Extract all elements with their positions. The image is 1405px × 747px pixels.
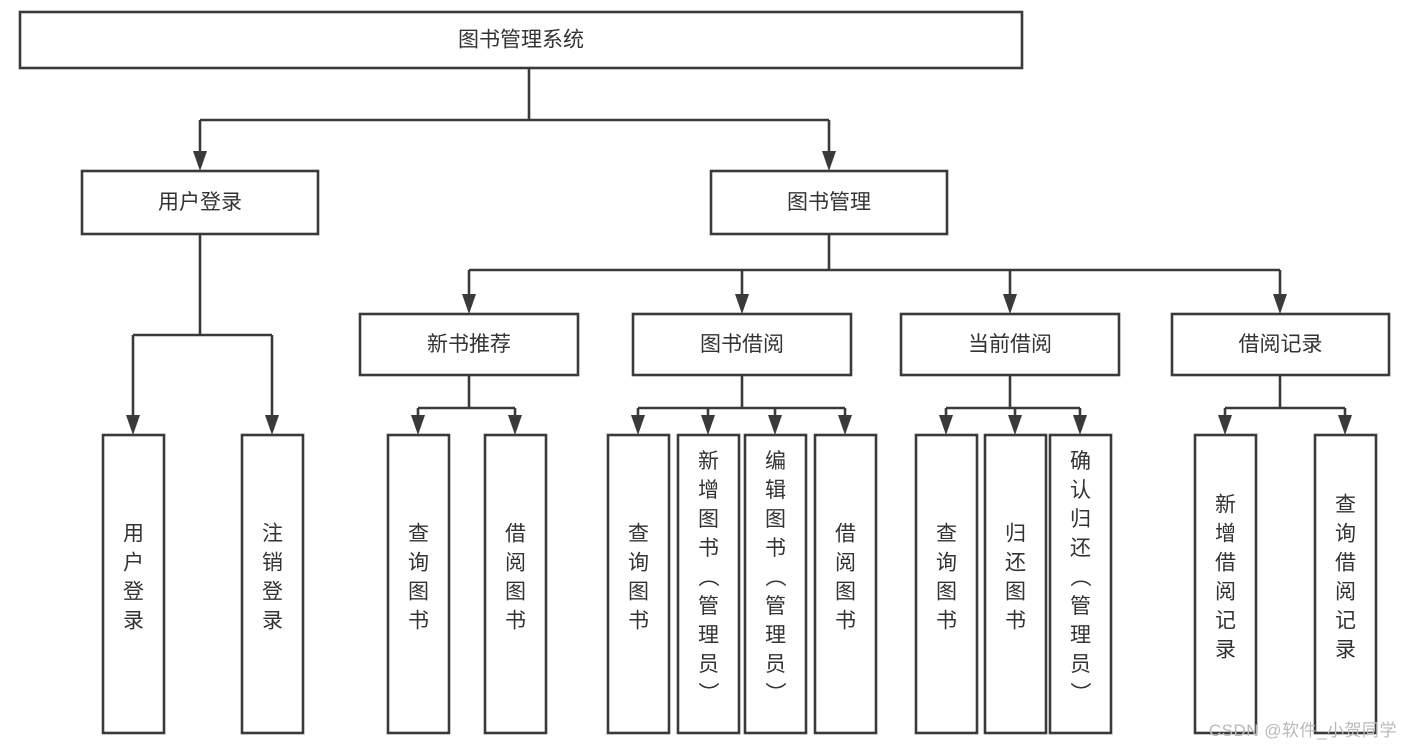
- node-box[interactable]: [709, 169, 949, 236]
- connector-line: [1223, 375, 1347, 416]
- node-bookmgmt[interactable]: 图书管理: [709, 169, 949, 236]
- node-box[interactable]: [483, 433, 548, 735]
- node-login[interactable]: 用户登录: [80, 169, 320, 236]
- arrow-head-icon: [462, 294, 476, 314]
- node-label: 查询图书: [408, 523, 429, 633]
- node-label: 图书管理: [787, 191, 871, 214]
- connector-line: [467, 234, 1282, 295]
- arrow-head-icon: [1273, 294, 1287, 314]
- connector-login: [126, 234, 279, 435]
- arrow-head-icon: [193, 151, 207, 171]
- node-label: 借阅记录: [1239, 333, 1323, 356]
- node-leaf-records-query[interactable]: 查询借阅记录: [1313, 433, 1378, 735]
- node-label: 查询图书: [628, 523, 649, 633]
- arrow-head-icon: [735, 294, 749, 314]
- node-label: 归还图书: [1005, 523, 1026, 633]
- node-box[interactable]: [358, 312, 580, 377]
- node-leaf-borrow-edit[interactable]: 编辑图书（管理员）: [743, 433, 808, 735]
- node-leaf-current-return[interactable]: 归还图书: [983, 433, 1048, 735]
- connector-line: [944, 375, 1082, 416]
- node-label: 注销登录: [262, 523, 283, 633]
- node-label: 查询借阅记录: [1335, 494, 1356, 662]
- arrow-head-icon: [1218, 415, 1232, 435]
- node-label: 新增借阅记录: [1215, 494, 1236, 662]
- connector-line: [198, 68, 831, 152]
- node-box[interactable]: [1048, 433, 1113, 735]
- node-label: 编辑图书（管理员）: [765, 450, 787, 705]
- connector-layer: [126, 68, 1352, 435]
- node-leaf-newbook-borrow[interactable]: 借阅图书: [483, 433, 548, 735]
- node-leaf-user-login[interactable]: 用户登录: [101, 433, 166, 735]
- connector-bookmgmt: [462, 234, 1287, 314]
- node-box[interactable]: [101, 433, 166, 735]
- connector-line: [636, 375, 847, 416]
- arrow-head-icon: [1073, 415, 1087, 435]
- node-leaf-newbook-query[interactable]: 查询图书: [386, 433, 451, 735]
- arrow-head-icon: [1003, 294, 1017, 314]
- node-label: 用户登录: [123, 523, 144, 633]
- arrow-head-icon: [768, 415, 782, 435]
- arrow-head-icon: [631, 415, 645, 435]
- node-records[interactable]: 借阅记录: [1170, 312, 1391, 377]
- node-leaf-records-add[interactable]: 新增借阅记录: [1193, 433, 1258, 735]
- arrow-head-icon: [939, 415, 953, 435]
- node-box[interactable]: [80, 169, 320, 236]
- node-root[interactable]: 图书管理系统: [18, 10, 1024, 70]
- node-box[interactable]: [240, 433, 305, 735]
- node-box[interactable]: [899, 312, 1121, 377]
- arrow-head-icon: [1338, 415, 1352, 435]
- connector-line: [131, 234, 274, 416]
- node-label: 图书管理系统: [458, 29, 584, 52]
- arrow-head-icon: [508, 415, 522, 435]
- node-box[interactable]: [813, 433, 878, 735]
- connector-line: [416, 375, 517, 416]
- node-label: 新增图书（管理员）: [698, 450, 720, 705]
- arrow-head-icon: [822, 151, 836, 171]
- node-leaf-current-confirm[interactable]: 确认归还（管理员）: [1048, 433, 1113, 735]
- node-box[interactable]: [914, 433, 979, 735]
- arrow-head-icon: [265, 415, 279, 435]
- arrow-head-icon: [838, 415, 852, 435]
- node-box[interactable]: [18, 10, 1024, 70]
- connector-records: [1218, 375, 1352, 435]
- node-label: 新书推荐: [427, 333, 511, 356]
- node-leaf-user-logout[interactable]: 注销登录: [240, 433, 305, 735]
- node-box[interactable]: [676, 433, 741, 735]
- connector-newbook: [411, 375, 522, 435]
- node-leaf-current-query[interactable]: 查询图书: [914, 433, 979, 735]
- node-box[interactable]: [1193, 433, 1258, 735]
- node-layer: 图书管理系统用户登录图书管理新书推荐图书借阅当前借阅借阅记录用户登录注销登录查询…: [18, 10, 1391, 735]
- node-box[interactable]: [386, 433, 451, 735]
- node-box[interactable]: [606, 433, 671, 735]
- node-box[interactable]: [1170, 312, 1391, 377]
- node-leaf-borrow-query[interactable]: 查询图书: [606, 433, 671, 735]
- arrow-head-icon: [411, 415, 425, 435]
- node-leaf-borrow-lend[interactable]: 借阅图书: [813, 433, 878, 735]
- node-box[interactable]: [983, 433, 1048, 735]
- node-borrow[interactable]: 图书借阅: [631, 312, 853, 377]
- arrow-head-icon: [701, 415, 715, 435]
- node-label: 当前借阅: [968, 333, 1052, 356]
- arrow-head-icon: [126, 415, 140, 435]
- node-label: 借阅图书: [505, 523, 526, 633]
- node-label: 用户登录: [158, 191, 242, 214]
- node-leaf-borrow-add[interactable]: 新增图书（管理员）: [676, 433, 741, 735]
- arrow-head-icon: [1008, 415, 1022, 435]
- node-current[interactable]: 当前借阅: [899, 312, 1121, 377]
- connector-current: [939, 375, 1087, 435]
- connector-root: [193, 68, 836, 171]
- node-box[interactable]: [631, 312, 853, 377]
- node-label: 查询图书: [936, 523, 957, 633]
- connector-borrow: [631, 375, 852, 435]
- node-box[interactable]: [743, 433, 808, 735]
- node-box[interactable]: [1313, 433, 1378, 735]
- node-label: 确认归还（管理员）: [1070, 450, 1092, 705]
- node-label: 图书借阅: [700, 333, 784, 356]
- csdn-watermark: CSDN @软件_小贺同学: [1208, 721, 1397, 740]
- node-label: 借阅图书: [835, 523, 856, 633]
- node-newbook[interactable]: 新书推荐: [358, 312, 580, 377]
